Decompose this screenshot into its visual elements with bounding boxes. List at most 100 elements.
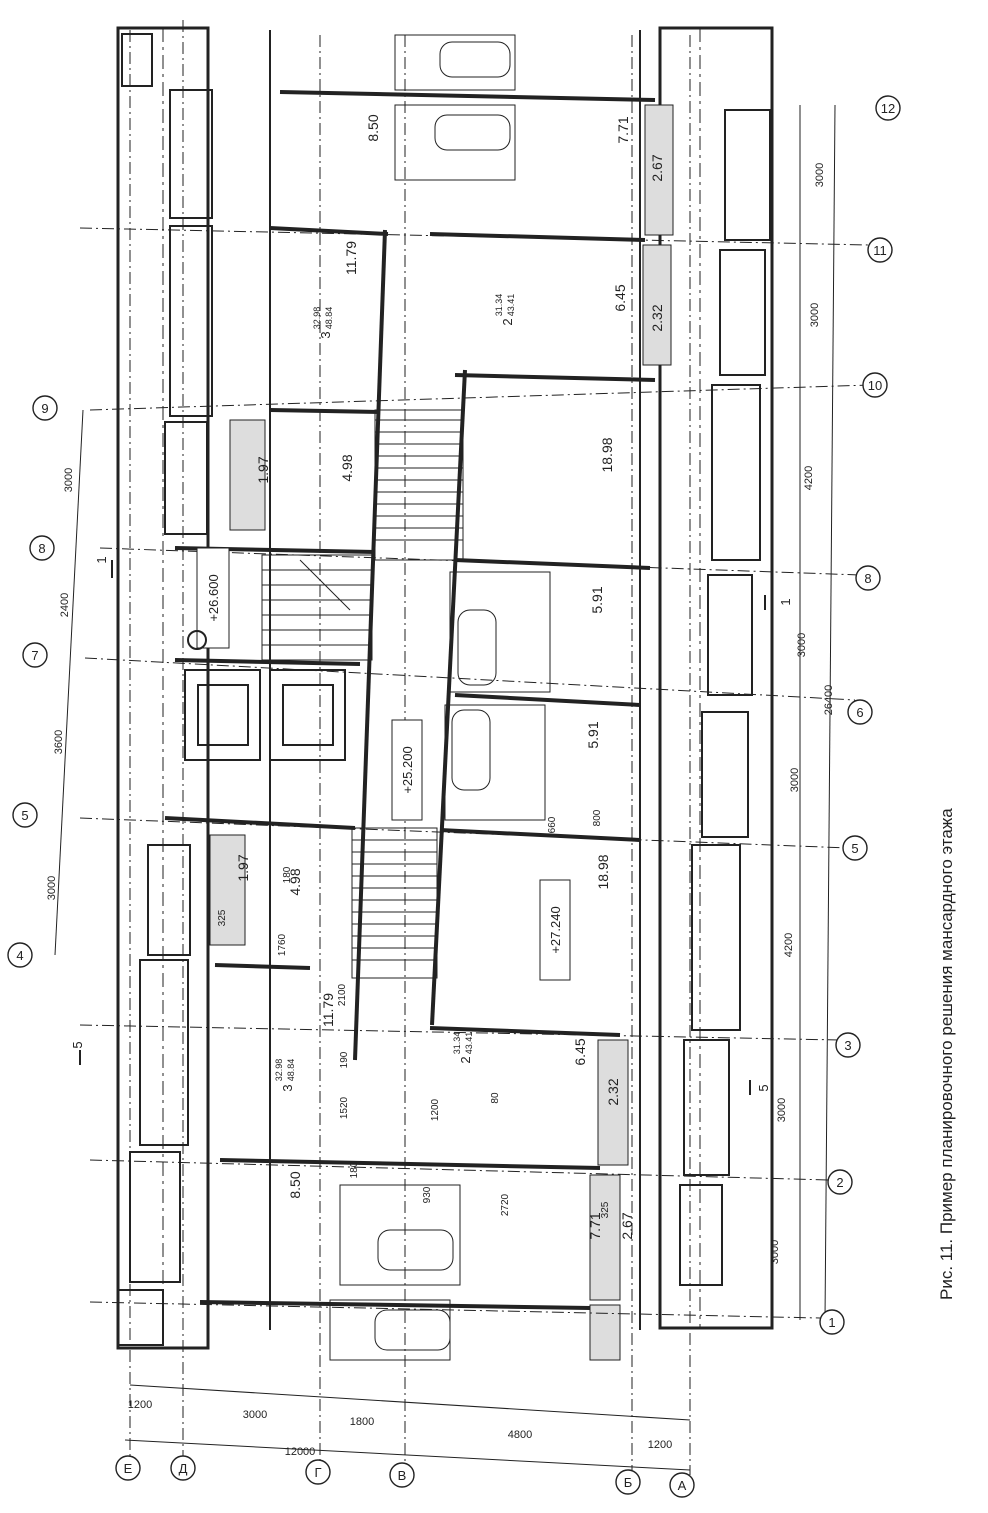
svg-text:1520: 1520 bbox=[339, 1096, 350, 1119]
svg-text:180: 180 bbox=[349, 1161, 360, 1178]
room-area: 1.97 bbox=[235, 854, 251, 881]
svg-text:В: В bbox=[398, 1468, 407, 1483]
svg-text:1: 1 bbox=[94, 556, 109, 563]
dim-inner: 1760 180 325 2100 190 1520 180 1200 80 9… bbox=[217, 809, 611, 1218]
room-area: 4.98 bbox=[339, 454, 355, 481]
svg-text:2100: 2100 bbox=[337, 983, 348, 1006]
svg-text:3000: 3000 bbox=[776, 1098, 788, 1122]
svg-text:5: 5 bbox=[756, 1084, 771, 1091]
axis-bottom-1: 1 bbox=[819, 1309, 845, 1335]
svg-text:4200: 4200 bbox=[783, 933, 795, 957]
svg-text:2: 2 bbox=[836, 1175, 843, 1190]
svg-text:5: 5 bbox=[21, 808, 28, 823]
left-windows bbox=[117, 33, 213, 1346]
svg-text:325: 325 bbox=[217, 909, 228, 926]
axis-letter-E: Е bbox=[115, 1455, 141, 1481]
svg-text:3: 3 bbox=[280, 1084, 295, 1091]
svg-text:1200: 1200 bbox=[430, 1098, 441, 1121]
svg-text:3: 3 bbox=[318, 331, 333, 338]
svg-text:5: 5 bbox=[851, 841, 858, 856]
axis-letter-D: Д bbox=[170, 1455, 196, 1481]
svg-text:800: 800 bbox=[592, 809, 603, 826]
room-area: 8.50 bbox=[287, 1171, 303, 1198]
svg-text:1: 1 bbox=[778, 598, 793, 605]
dim-top: 3000 2400 3600 3000 bbox=[46, 468, 75, 900]
svg-text:6: 6 bbox=[856, 705, 863, 720]
level-25200: +25.200 bbox=[400, 746, 415, 793]
svg-text:48.84: 48.84 bbox=[286, 1059, 296, 1082]
svg-text:3000: 3000 bbox=[243, 1409, 267, 1421]
section-marks: 1 1 5 5 bbox=[70, 556, 793, 1095]
dim-top-3: 3000 bbox=[46, 876, 58, 900]
svg-text:Г: Г bbox=[314, 1465, 321, 1480]
room-area: 8.50 bbox=[365, 114, 381, 141]
svg-text:Е: Е bbox=[124, 1461, 133, 1476]
svg-text:43.41: 43.41 bbox=[464, 1032, 474, 1055]
apartment-label: 3 32.98 48.84 bbox=[312, 307, 334, 339]
svg-text:180: 180 bbox=[282, 866, 293, 883]
room-area: 5.91 bbox=[585, 721, 601, 748]
right-windows bbox=[679, 109, 771, 1286]
room-area: 18.98 bbox=[599, 437, 615, 472]
level-26600: +26.600 bbox=[206, 574, 221, 621]
svg-text:3000: 3000 bbox=[789, 768, 801, 792]
svg-text:7: 7 bbox=[31, 648, 38, 663]
axis-letter-G: Г bbox=[305, 1459, 331, 1485]
svg-text:3000: 3000 bbox=[809, 303, 821, 327]
apartment-label: 2 31.34 43.41 bbox=[452, 1032, 474, 1064]
stair-upper bbox=[374, 409, 464, 561]
svg-text:48.84: 48.84 bbox=[324, 307, 334, 330]
svg-text:1760: 1760 bbox=[277, 933, 288, 956]
axis-bottom-10: 10 bbox=[862, 372, 888, 398]
svg-text:80: 80 bbox=[490, 1092, 501, 1104]
axis-top-5: 5 bbox=[12, 802, 38, 828]
exterior-walls bbox=[116, 26, 774, 1350]
level-27240: +27.240 bbox=[548, 906, 563, 953]
svg-text:2720: 2720 bbox=[500, 1193, 511, 1216]
room-area: 2.32 bbox=[649, 304, 665, 331]
svg-text:325: 325 bbox=[600, 1201, 611, 1218]
svg-text:1800: 1800 bbox=[350, 1416, 374, 1428]
svg-text:1200: 1200 bbox=[648, 1439, 672, 1451]
svg-text:3000: 3000 bbox=[769, 1240, 781, 1264]
axis-bottom-6: 6 bbox=[847, 699, 873, 725]
room-area: 11.79 bbox=[320, 993, 336, 1027]
svg-text:Б: Б bbox=[624, 1475, 633, 1490]
room-area: 18.98 bbox=[595, 854, 611, 889]
interior-walls bbox=[164, 90, 656, 1310]
svg-text:1: 1 bbox=[828, 1315, 835, 1330]
room-areas: 8.50 11.79 4.98 1.97 7.71 2.67 6.45 2.32… bbox=[235, 114, 665, 1239]
axis-bottom-11: 11 bbox=[867, 237, 893, 263]
figure-caption: Рис. 11. Пример планировочного решения м… bbox=[937, 808, 956, 1300]
axis-letter-B: Б bbox=[615, 1469, 641, 1495]
svg-text:2: 2 bbox=[500, 318, 515, 325]
svg-text:3000: 3000 bbox=[814, 163, 826, 187]
axis-markers: 9 8 7 5 4 12 11 10 8 6 5 3 2 1 Е bbox=[7, 95, 901, 1498]
room-area: 1.97 bbox=[255, 456, 271, 483]
svg-text:4200: 4200 bbox=[803, 466, 815, 490]
elevators bbox=[184, 669, 346, 761]
balconies bbox=[209, 104, 674, 1361]
apartment-labels: 3 32.98 48.84 2 31.34 43.41 3 32.98 48.8… bbox=[274, 294, 516, 1092]
svg-text:930: 930 bbox=[422, 1186, 433, 1203]
axis-top-4: 4 bbox=[7, 942, 33, 968]
room-area: 2.67 bbox=[619, 1212, 635, 1239]
axis-letter-V: В bbox=[389, 1462, 415, 1488]
room-area: 11.79 bbox=[343, 241, 359, 275]
svg-text:4: 4 bbox=[16, 948, 23, 963]
axis-lines bbox=[79, 20, 871, 1475]
axis-bottom-3: 3 bbox=[835, 1032, 861, 1058]
dim-left: 1200 3000 1800 4800 1200 12000 bbox=[128, 1399, 672, 1458]
apartment-label: 3 32.98 48.84 bbox=[274, 1059, 296, 1092]
room-area: 5.91 bbox=[589, 586, 605, 613]
svg-text:12: 12 bbox=[881, 101, 895, 116]
svg-text:1200: 1200 bbox=[128, 1399, 152, 1411]
svg-text:190: 190 bbox=[339, 1051, 350, 1068]
dim-left-total: 12000 bbox=[285, 1446, 316, 1458]
svg-text:3: 3 bbox=[844, 1038, 851, 1053]
dim-top-0: 3000 bbox=[63, 468, 75, 492]
dimension-lines bbox=[54, 104, 836, 1471]
svg-text:43.41: 43.41 bbox=[506, 294, 516, 317]
axis-top-8: 8 bbox=[29, 535, 55, 561]
